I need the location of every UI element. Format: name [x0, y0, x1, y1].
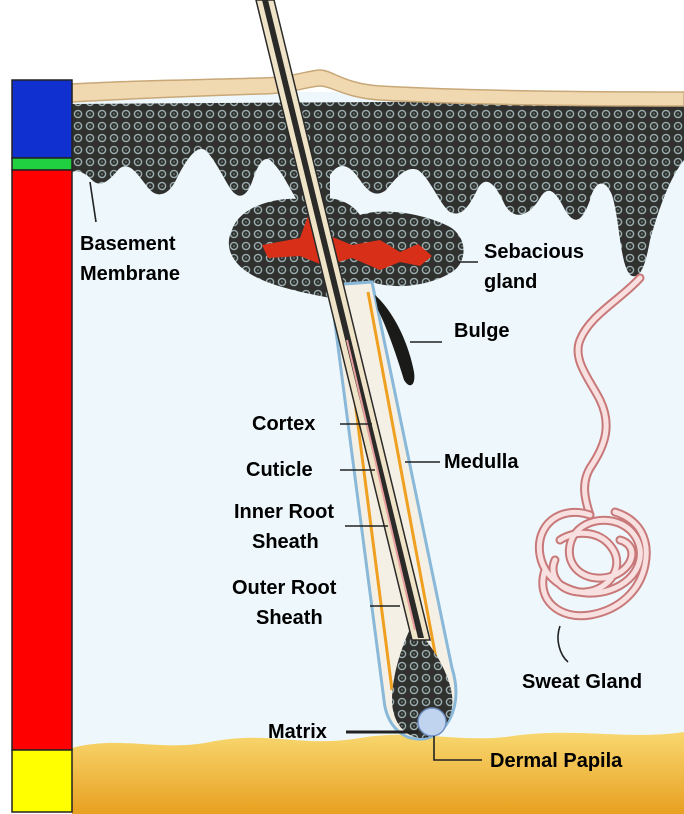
label-matrix: Matrix	[268, 721, 327, 743]
label-inner-root-sheath-line2: Sheath	[252, 531, 319, 553]
label-cuticle: Cuticle	[246, 459, 313, 481]
label-outer-root-sheath-line1: Outer Root	[232, 577, 337, 599]
label-basement-membrane-line1: Basement	[80, 233, 176, 255]
label-sebaceous-gland-line1: Sebacious	[484, 241, 584, 263]
label-dermal-papila: Dermal Papila	[490, 750, 623, 772]
layer-bar-basement	[12, 158, 72, 170]
label-sweat-gland: Sweat Gland	[522, 671, 642, 693]
layer-bar-dermis	[12, 170, 72, 750]
label-basement-membrane-line2: Membrane	[80, 263, 180, 285]
label-medulla: Medulla	[444, 451, 519, 473]
label-bulge: Bulge	[454, 320, 510, 342]
label-cortex: Cortex	[252, 413, 315, 435]
layer-color-bar	[12, 80, 72, 812]
label-inner-root-sheath-line1: Inner Root	[234, 501, 334, 523]
label-sebaceous-gland-line2: gland	[484, 271, 537, 293]
label-outer-root-sheath-line2: Sheath	[256, 607, 323, 629]
layer-bar-hypodermis	[12, 750, 72, 812]
dermal-papila-shape	[418, 708, 446, 736]
layer-bar-epidermis	[12, 80, 72, 158]
